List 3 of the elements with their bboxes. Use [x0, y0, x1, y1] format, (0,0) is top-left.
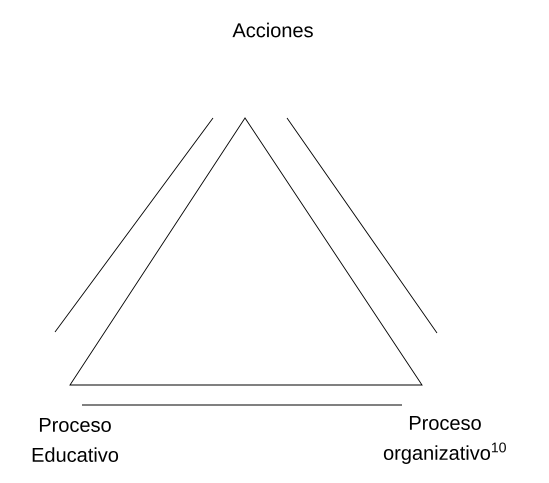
corner-label: Proceso organizativo$^{10}$ — [384, 416, 506, 464]
corner-label: Acciones — [232, 22, 313, 38]
corner-label: Proceso Educativo — [32, 418, 118, 462]
